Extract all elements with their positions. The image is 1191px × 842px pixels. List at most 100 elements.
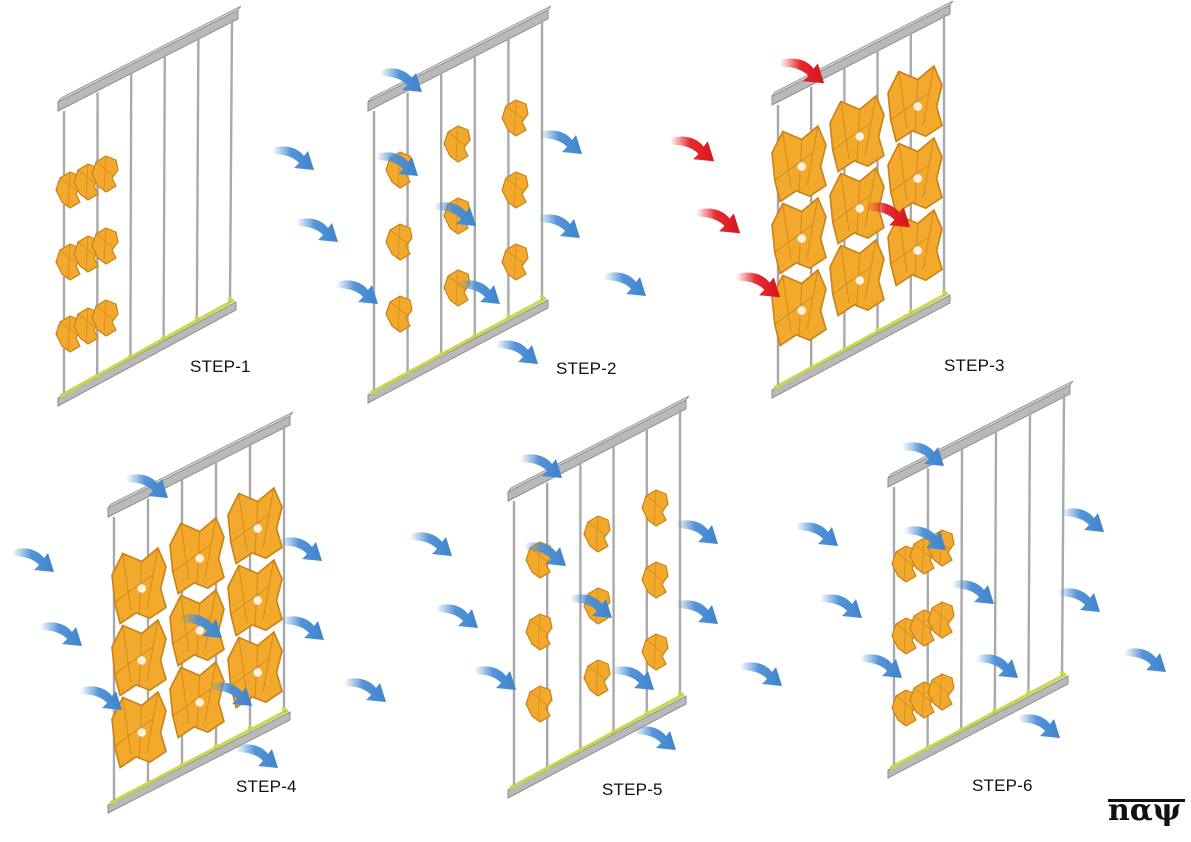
heat-arrow (670, 136, 715, 162)
bottom-rail (107, 711, 291, 814)
cable-anchor (891, 764, 897, 770)
bottom-rail (57, 301, 237, 407)
cable-anchor (61, 392, 67, 398)
airflow-arrow (496, 340, 538, 364)
cable-anchor (545, 766, 550, 771)
cable-anchor (775, 384, 781, 390)
airflow-arrow (336, 280, 378, 304)
airflow-arrow (524, 542, 566, 566)
airflow-arrow (180, 614, 222, 638)
cable-anchor (875, 327, 880, 333)
cable-anchor (405, 370, 410, 376)
louvre-panel (829, 166, 885, 245)
airflow-arrow (740, 662, 782, 686)
base-strip (773, 291, 949, 390)
cable-anchor (371, 389, 377, 395)
airflow-arrow (272, 146, 314, 170)
bottom-rail (507, 695, 687, 799)
airflow-arrow (344, 678, 386, 702)
louvre-panel (771, 268, 827, 347)
cable (228, 18, 234, 303)
bottom-rail (367, 299, 549, 404)
cable-anchor (95, 373, 100, 378)
cable-anchor (992, 708, 997, 713)
airflow-arrow (80, 686, 122, 710)
louvre-panel (111, 546, 167, 625)
cable (195, 37, 200, 322)
airflow-arrow (1058, 588, 1100, 612)
step-2-label: STEP-2 (556, 359, 617, 378)
cable-anchor (194, 316, 199, 321)
cable-anchor (472, 332, 477, 338)
base-strip (509, 692, 685, 790)
louvre-panel (443, 269, 471, 307)
airflow-arrow (236, 744, 278, 768)
louvre-panel (525, 613, 553, 651)
base-strip (369, 296, 547, 395)
airflow-arrow (904, 526, 946, 550)
cable (1027, 412, 1032, 695)
frame-step-1 (55, 5, 242, 407)
airflow-arrow (434, 202, 476, 226)
louvre-panel (501, 243, 529, 281)
airflow-arrow (604, 272, 646, 296)
airflow-arrow (210, 682, 252, 706)
airflow-arrow (676, 600, 718, 624)
cable-anchor (179, 762, 185, 767)
airflow-arrow (612, 666, 654, 690)
bottom-rail (887, 675, 1069, 779)
cable-anchor (128, 354, 133, 359)
top-bar-face (57, 5, 242, 103)
cable-anchor (439, 351, 444, 357)
base-strip (109, 708, 289, 805)
louvre-panel (91, 299, 119, 337)
airflow-arrow (1124, 648, 1166, 672)
louvre-panel (829, 238, 885, 317)
airflow-arrow (676, 520, 718, 544)
cable-anchor (511, 784, 517, 790)
cable-anchor (677, 690, 683, 696)
cable (993, 431, 998, 714)
cable (1060, 393, 1066, 677)
frame-step-3 (771, 0, 954, 399)
louvre-panel (227, 630, 283, 709)
louvre-panel (927, 673, 955, 711)
louvre-panel (887, 136, 943, 215)
cable-anchor (842, 346, 847, 352)
top-bar (367, 9, 549, 112)
louvre-panel (641, 561, 669, 599)
louvre-panel (583, 659, 611, 697)
louvre-panel (887, 64, 943, 143)
step-3-label: STEP-3 (944, 356, 1005, 375)
cable-anchor (227, 296, 233, 302)
cable-anchor (506, 313, 511, 319)
cable-anchor (925, 746, 930, 751)
frame-step-2 (367, 5, 552, 404)
cable-anchor (644, 709, 649, 714)
louvre-panel (501, 99, 529, 137)
louvre-panel (771, 196, 827, 275)
cable (960, 449, 964, 733)
airflow-arrow (976, 654, 1018, 678)
louvre-panel (111, 618, 167, 697)
airflow-arrow (570, 594, 612, 618)
cable-anchor (611, 728, 616, 733)
cable-anchor (281, 706, 287, 712)
frames-layer (55, 0, 1074, 814)
airflow-arrow (436, 604, 478, 628)
louvre-panel (169, 588, 225, 667)
airflow-arrow (380, 68, 422, 92)
airflow-arrow (126, 474, 168, 498)
cable-anchor (959, 727, 964, 732)
louvre-panel (829, 94, 885, 173)
louvre-panel (443, 125, 471, 163)
airflow-arrow (410, 532, 452, 556)
airflow-arrow (12, 548, 54, 572)
step-5-label: STEP-5 (602, 780, 663, 799)
louvre-panel (641, 633, 669, 671)
heat-arrow (736, 272, 781, 298)
cable-anchor (145, 781, 151, 786)
airflow-arrow (860, 654, 902, 678)
louvre-panel (91, 155, 119, 193)
